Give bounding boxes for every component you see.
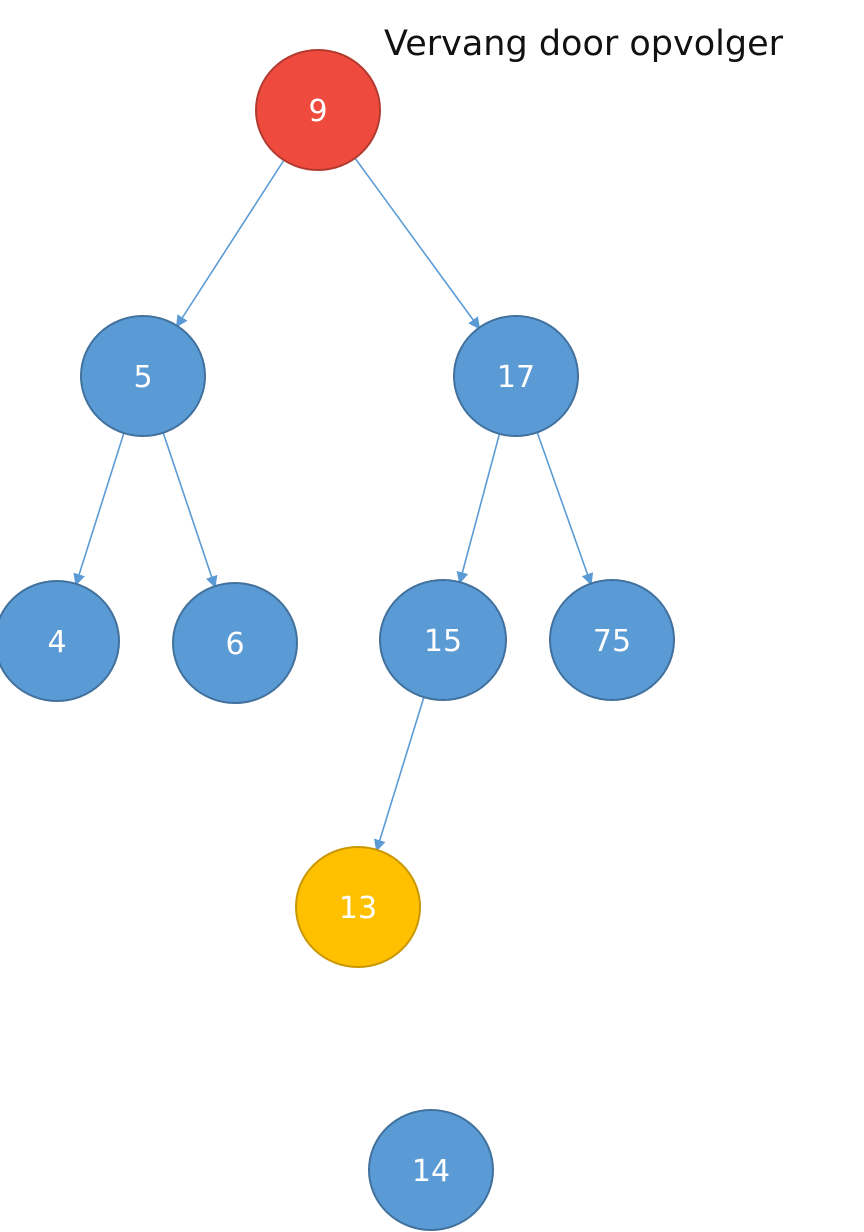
tree-node-circle	[368, 1109, 494, 1231]
tree-node-label: 6	[225, 627, 244, 662]
tree-node-circle	[549, 579, 675, 701]
tree-node-label: 75	[593, 624, 631, 659]
tree-node-label: 14	[412, 1154, 450, 1189]
tree-node-circle	[453, 315, 579, 437]
tree-node-label: 13	[339, 891, 377, 926]
tree-node-circle	[0, 580, 120, 702]
tree-node-14: 14	[368, 1109, 494, 1231]
tree-node-label: 5	[133, 360, 152, 395]
tree-node-label: 17	[497, 360, 535, 395]
edge-n17-n15	[456, 433, 501, 585]
edge-n5-n6	[162, 432, 218, 589]
tree-node-15: 15	[379, 579, 507, 701]
tree-node-label: 9	[308, 94, 327, 129]
edge-n15-n13	[374, 696, 425, 852]
tree-node-label: 15	[424, 624, 462, 659]
tree-node-circle	[80, 315, 206, 437]
tree-node-circle	[295, 846, 421, 968]
edge-n9-n17	[354, 157, 481, 330]
tree-node-label: 4	[47, 625, 66, 660]
tree-node-6: 6	[172, 582, 298, 704]
edge-n5-n4	[73, 432, 125, 586]
tree-node-circle	[172, 582, 298, 704]
edge-n9-n5	[175, 159, 285, 328]
tree-node-5: 5	[80, 315, 206, 437]
tree-node-75: 75	[549, 579, 675, 701]
tree-node-circle	[255, 49, 381, 171]
edge-n17-n75	[536, 432, 594, 586]
tree-node-17: 17	[453, 315, 579, 437]
tree-node-circle	[379, 579, 507, 701]
tree-node-13: 13	[295, 846, 421, 968]
tree-node-9: 9	[255, 49, 381, 171]
diagram-caption: Vervang door opvolger	[384, 24, 784, 64]
edges-layer	[73, 157, 594, 852]
tree-node-4: 4	[0, 580, 120, 702]
nodes-layer: 9 5 17 4 6 15 75 13 14	[0, 49, 675, 1231]
